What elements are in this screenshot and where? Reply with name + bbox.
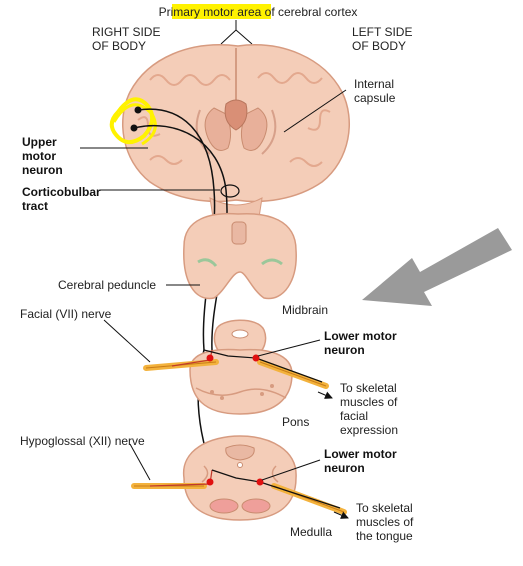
medulla-section bbox=[183, 435, 297, 521]
corticobulbar-tract-label: Corticobulbar tract bbox=[22, 185, 104, 213]
pons-label: Pons bbox=[282, 415, 309, 429]
leader-lines bbox=[80, 89, 347, 481]
hypoglossal-nerve-label: Hypoglossal (XII) nerve bbox=[20, 434, 145, 448]
tongue-output-arrow bbox=[333, 511, 349, 519]
cerebral-peduncle-label: Cerebral peduncle bbox=[58, 278, 156, 292]
facial-nerve-label: Facial (VII) nerve bbox=[20, 307, 112, 321]
pointer-arrow bbox=[362, 228, 512, 306]
title-pointer bbox=[220, 20, 253, 45]
lower-neuron-dot-medulla-right bbox=[256, 478, 264, 486]
tract-ellipse bbox=[220, 184, 240, 198]
to-skeletal-facial-label: To skeletal muscles of facial expression bbox=[340, 381, 401, 437]
hypoglossal-fiber-right bbox=[211, 469, 341, 509]
title-highlight bbox=[172, 4, 271, 19]
brain-coronal-section bbox=[122, 44, 350, 229]
right-side-label: RIGHT SIDE OF BODY bbox=[92, 25, 164, 53]
left-side-label: LEFT SIDE OF BODY bbox=[352, 25, 416, 53]
cortex-highlight bbox=[109, 97, 157, 146]
page-title: Primary motor area of cerebral cortex bbox=[159, 5, 358, 19]
facial-fiber-right bbox=[203, 349, 323, 383]
facial-output-arrow bbox=[317, 391, 333, 399]
lower-motor-neuron-label-1: Lower motor neuron bbox=[324, 329, 400, 357]
lower-motor-neuron-label-2: Lower motor neuron bbox=[324, 447, 400, 475]
upper-motor-neuron-label: Upper motor neuron bbox=[22, 135, 63, 177]
lower-neuron-dot-pons-left bbox=[206, 354, 214, 362]
lower-neuron-dot-pons-right bbox=[252, 354, 260, 362]
lower-neuron-dot-medulla-left bbox=[206, 478, 214, 486]
midbrain-label: Midbrain bbox=[282, 303, 328, 317]
medulla-label: Medulla bbox=[290, 525, 332, 539]
tract-fiber-2 bbox=[133, 124, 228, 351]
internal-capsule-label: Internal capsule bbox=[354, 77, 397, 105]
to-skeletal-tongue-label: To skeletal muscles of the tongue bbox=[356, 501, 417, 543]
midbrain-section bbox=[183, 212, 297, 300]
upper-neuron-dot-2 bbox=[130, 124, 138, 132]
